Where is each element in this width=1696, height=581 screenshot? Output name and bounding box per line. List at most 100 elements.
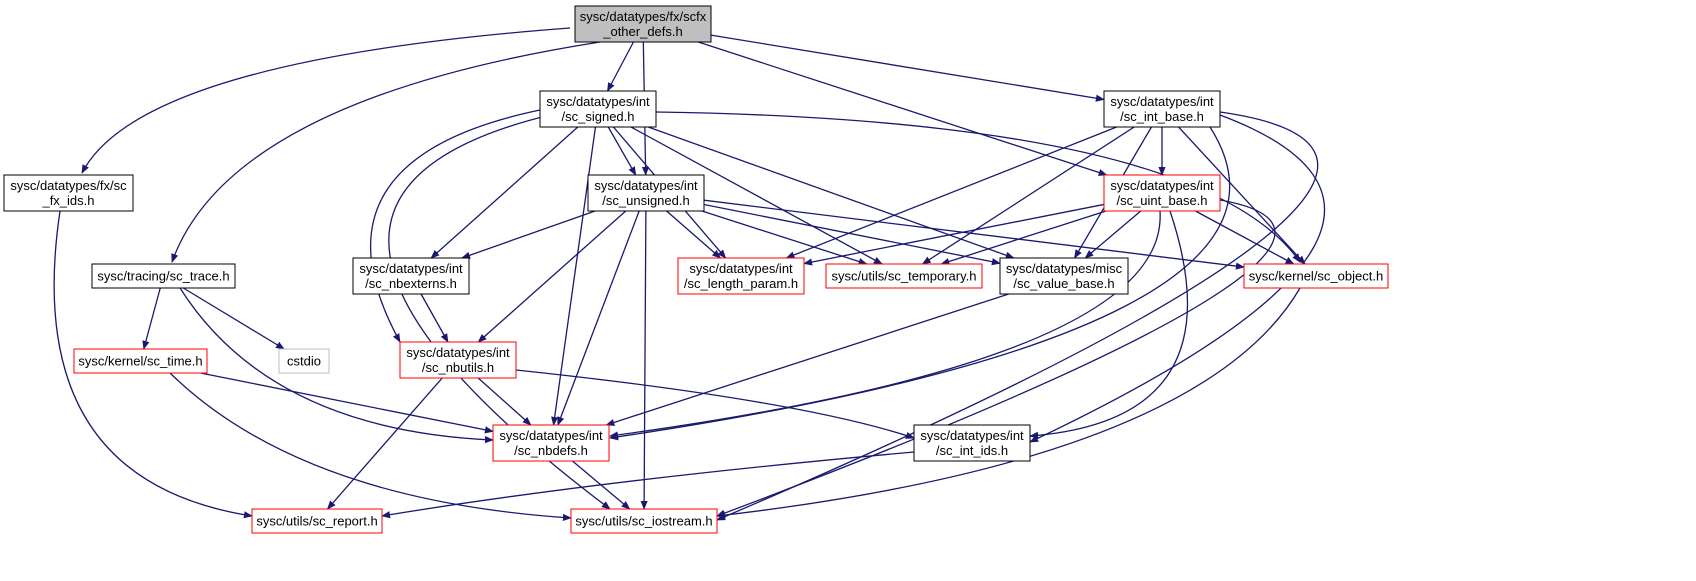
edge-sc-uint-base-to-sc-nbdefs xyxy=(609,210,1161,439)
node-sc-value-base[interactable]: sysc/datatypes/misc/sc_value_base.h xyxy=(999,257,1129,295)
node-label-line: /sc_int_base.h xyxy=(1120,109,1204,124)
edge-sc-signed-to-sc-object xyxy=(655,111,1301,263)
node-label-line: sysc/datatypes/int xyxy=(1110,178,1214,193)
node-sc-int-base[interactable]: sysc/datatypes/int/sc_int_base.h xyxy=(1103,90,1221,128)
node-label-line: sysc/datatypes/int xyxy=(689,261,793,276)
edges xyxy=(53,27,1326,522)
edge-sc-uint-base-to-sc-object xyxy=(1195,210,1295,265)
node-label-line: sysc/kernel/sc_object.h xyxy=(1249,269,1383,284)
node-scfx-other-defs[interactable]: sysc/datatypes/fx/scfx_other_defs.h xyxy=(574,5,712,43)
node-box xyxy=(1103,90,1221,128)
edge-sc-signed-to-sc-nbexterns xyxy=(430,126,579,259)
edge-sc-int-base-to-sc-temporary xyxy=(921,126,1135,265)
node-label-line: /sc_int_ids.h xyxy=(936,443,1008,458)
edge-sc-int-base-to-sc-object xyxy=(1178,126,1306,265)
edge-sc-unsigned-to-sc-iostream xyxy=(640,210,648,510)
node-label-line: /sc_unsigned.h xyxy=(602,193,689,208)
node-sc-temporary[interactable]: sysc/utils/sc_temporary.h xyxy=(825,263,983,289)
node-sc-iostream[interactable]: sysc/utils/sc_iostream.h xyxy=(570,508,718,534)
node-box xyxy=(352,257,470,295)
edge-sc-int-ids-to-sc-report xyxy=(381,451,915,519)
node-label-line: sysc/datatypes/int xyxy=(1110,94,1214,109)
edge-sc-signed-to-sc-value-base xyxy=(648,126,1015,259)
node-box xyxy=(1103,174,1221,212)
edge-sc-unsigned-to-sc-object xyxy=(703,199,1245,270)
edge-sc-unsigned-to-sc-nbdefs xyxy=(557,210,640,426)
node-box xyxy=(913,424,1031,462)
edge-sc-unsigned-to-sc-value-base xyxy=(703,203,1001,266)
edge-scfx-other-defs-to-sc-signed xyxy=(606,41,635,92)
node-sc-unsigned[interactable]: sysc/datatypes/int/sc_unsigned.h xyxy=(587,174,705,212)
node-label-line: sysc/utils/sc_temporary.h xyxy=(832,269,977,284)
node-sc-time[interactable]: sysc/kernel/sc_time.h xyxy=(73,348,208,374)
edge-sc-signed-to-sc-temporary xyxy=(630,126,883,265)
node-label-line: sysc/datatypes/int xyxy=(594,178,698,193)
edge-scfx-other-defs-to-sc-trace xyxy=(171,41,601,263)
node-box xyxy=(539,90,657,128)
node-box xyxy=(3,174,134,212)
node-label-line: /sc_uint_base.h xyxy=(1116,193,1207,208)
edge-sc-object-to-sc-iostream xyxy=(716,287,1301,519)
node-sc-nbutils[interactable]: sysc/datatypes/int/sc_nbutils.h xyxy=(399,341,517,379)
node-sc-nbdefs[interactable]: sysc/datatypes/int/sc_nbdefs.h xyxy=(492,424,610,462)
edge-sc-time-to-sc-iostream xyxy=(169,372,572,522)
node-sc-object[interactable]: sysc/kernel/sc_object.h xyxy=(1243,263,1389,289)
node-label-line: sysc/datatypes/int xyxy=(920,428,1024,443)
edge-sc-trace-to-cstdio xyxy=(182,287,285,350)
edge-sc-unsigned-to-sc-temporary xyxy=(701,210,868,265)
node-label-line: sysc/utils/sc_iostream.h xyxy=(575,514,712,529)
node-sc-length-param[interactable]: sysc/datatypes/int/sc_length_param.h xyxy=(677,257,805,295)
node-sc-nbexterns[interactable]: sysc/datatypes/int/sc_nbexterns.h xyxy=(352,257,470,295)
node-box xyxy=(91,263,236,289)
edge-sc-uint-base-to-sc-iostream xyxy=(716,199,1276,517)
edge-sc-trace-to-sc-time xyxy=(142,287,161,350)
edge-scfx-other-defs-to-sc-fx-ids xyxy=(81,27,571,174)
edge-sc-uint-base-to-sc-value-base xyxy=(1084,210,1142,259)
edge-sc-unsigned-to-sc-length-param xyxy=(666,210,722,259)
node-label-line: sysc/tracing/sc_trace.h xyxy=(97,269,229,284)
node-box xyxy=(677,257,805,295)
edge-sc-unsigned-to-sc-nbutils xyxy=(477,210,627,343)
edge-sc-trace-to-sc-nbdefs xyxy=(179,287,494,444)
edge-sc-nbutils-to-sc-nbdefs xyxy=(477,377,532,426)
node-sc-fx-ids[interactable]: sysc/datatypes/fx/sc_fx_ids.h xyxy=(3,174,134,212)
edge-sc-uint-base-to-sc-temporary xyxy=(940,210,1107,265)
node-label-line: /sc_length_param.h xyxy=(684,276,798,291)
node-sc-int-ids[interactable]: sysc/datatypes/int/sc_int_ids.h xyxy=(913,424,1031,462)
node-sc-signed[interactable]: sysc/datatypes/int/sc_signed.h xyxy=(539,90,657,128)
node-label-line: /sc_signed.h xyxy=(562,109,635,124)
edge-sc-value-base-to-sc-nbdefs xyxy=(605,293,1009,426)
node-label-line: /sc_nbexterns.h xyxy=(365,276,457,291)
node-box xyxy=(825,263,983,289)
node-label-line: sysc/datatypes/int xyxy=(546,94,650,109)
node-sc-trace[interactable]: sysc/tracing/sc_trace.h xyxy=(91,263,236,289)
node-box xyxy=(278,348,330,374)
node-label-line: sysc/kernel/sc_time.h xyxy=(78,354,202,369)
edge-sc-uint-base-to-sc-int-ids xyxy=(1029,210,1189,439)
node-label-line: sysc/datatypes/fx/sc xyxy=(10,178,127,193)
node-label-line: sysc/datatypes/int xyxy=(359,261,463,276)
node-box xyxy=(1243,263,1389,289)
edge-sc-signed-to-sc-nbutils xyxy=(369,109,541,343)
node-label-line: sysc/datatypes/misc xyxy=(1006,261,1123,276)
node-sc-uint-base[interactable]: sysc/datatypes/int/sc_uint_base.h xyxy=(1103,174,1221,212)
node-label-line: sysc/datatypes/fx/scfx xyxy=(580,9,707,24)
node-box xyxy=(492,424,610,462)
node-label-line: _other_defs.h xyxy=(602,24,683,39)
edge-sc-signed-to-sc-unsigned xyxy=(607,126,637,176)
node-label-line: /sc_nbutils.h xyxy=(422,360,494,375)
edge-sc-int-base-to-sc-int-ids xyxy=(1029,114,1326,443)
node-box xyxy=(570,508,718,534)
edge-scfx-other-defs-to-sc-int-base xyxy=(710,34,1105,102)
node-label-line: sysc/datatypes/int xyxy=(499,428,603,443)
node-label-line: sysc/datatypes/int xyxy=(406,345,510,360)
edge-sc-nbexterns-to-sc-nbutils xyxy=(420,293,449,343)
node-box xyxy=(73,348,208,374)
node-cstdio[interactable]: cstdio xyxy=(278,348,330,374)
node-box xyxy=(399,341,517,379)
node-label-line: sysc/utils/sc_report.h xyxy=(256,514,377,529)
edge-scfx-other-defs-to-sc-uint-base xyxy=(698,41,1108,176)
node-sc-report[interactable]: sysc/utils/sc_report.h xyxy=(251,508,383,534)
edge-sc-nbutils-to-sc-report xyxy=(326,377,443,510)
